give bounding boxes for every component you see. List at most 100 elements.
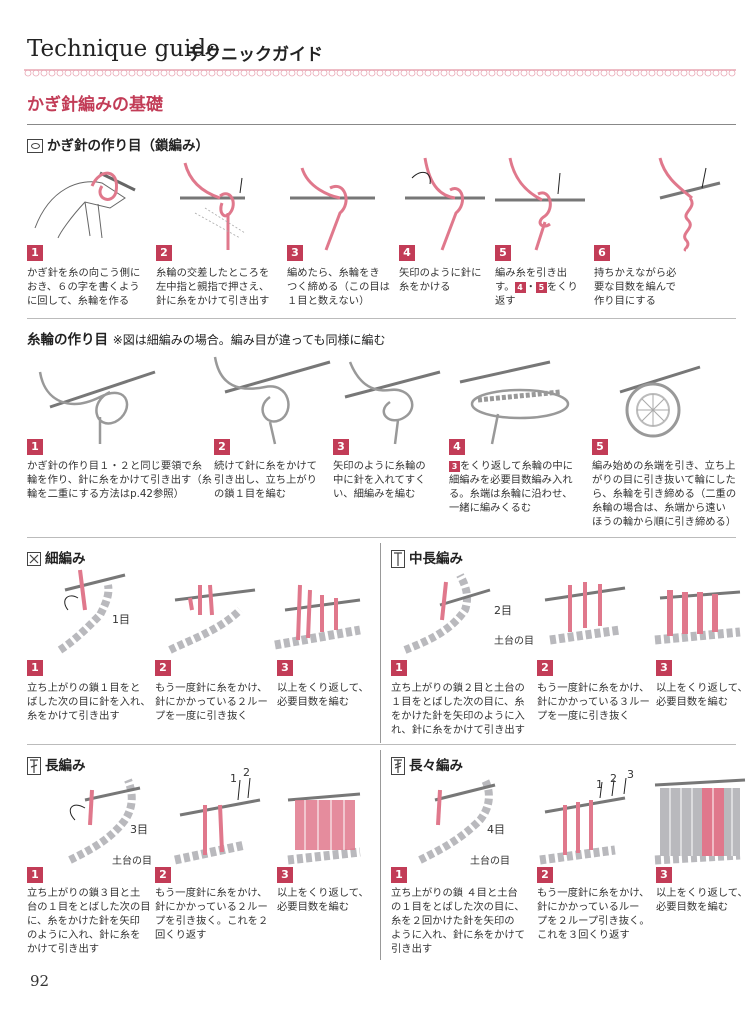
lace-scallop xyxy=(112,69,120,77)
sc-label-1: 1目 xyxy=(112,613,130,626)
sc-step1-caption: 立ち上がりの鎖１目をと ばした次の目に針を入れ、 糸をかけて引き出す xyxy=(27,682,151,722)
chain-heading: かぎ針の作り目（鎖編み） xyxy=(27,134,209,154)
tr-step3-illustration xyxy=(654,778,746,865)
lace-scallop xyxy=(152,69,160,77)
tr-num-3: 3 xyxy=(627,768,634,781)
rule xyxy=(27,318,736,319)
chain-step6-number: 6 xyxy=(594,245,610,261)
lace-scallop xyxy=(272,69,280,77)
section-rule xyxy=(27,124,736,125)
lace-scallop xyxy=(224,69,232,77)
lace-scallop xyxy=(688,69,696,77)
tr-step3-caption: 以上をくり返して、 必要目数を編む xyxy=(656,887,748,913)
lace-scallop xyxy=(568,69,576,77)
dc-step1-illustration xyxy=(68,778,141,864)
chain-step5-illustration xyxy=(495,157,585,251)
dc-num-2: 2 xyxy=(243,766,250,779)
tr-step1-caption: 立ち上がりの鎖 ４目と土台 の１目をとばした次の目に、 糸を２回かけた針を矢印の… xyxy=(391,887,525,955)
lace-scallop xyxy=(192,69,200,77)
lace-scallop xyxy=(176,69,184,77)
sc-step3-illustration xyxy=(274,584,361,650)
lace-scallop xyxy=(728,69,736,77)
lace-scallop xyxy=(32,69,40,77)
chain-step2-illustration xyxy=(180,162,246,250)
lace-scallop xyxy=(648,69,656,77)
column-divider xyxy=(380,750,381,960)
rule xyxy=(27,744,736,745)
lace-scallop xyxy=(264,69,272,77)
lace-scallop xyxy=(48,69,56,77)
lace-scallop xyxy=(592,69,600,77)
lace-scallop xyxy=(168,69,176,77)
ring-illustrations xyxy=(38,356,701,445)
lace-scallop xyxy=(128,69,136,77)
lace-scallop xyxy=(456,69,464,77)
lace-scallop xyxy=(144,69,152,77)
chain-step1-caption: かぎ針を糸の向こう側に おき、６の字を書くよう に回して、糸輪を作る xyxy=(27,267,141,307)
section-title: かぎ針編みの基礎 xyxy=(27,95,163,115)
lace-scallop xyxy=(512,69,520,77)
ring-step2-caption: 続けて針に糸をかけて 引き出し、立ち上がり の鎖１目を編む xyxy=(214,460,317,500)
lace-scallop xyxy=(416,69,424,77)
sc-hdc-illustrations: 1目 2目 土台の目 xyxy=(57,569,741,654)
lace-scallop xyxy=(96,69,104,77)
lace-scallop xyxy=(384,69,392,77)
lace-scallop xyxy=(104,69,112,77)
ring-step2-number: 2 xyxy=(214,439,230,455)
dc-step3-illustration xyxy=(287,792,361,865)
lace-scallop xyxy=(392,69,400,77)
lace-scallop xyxy=(320,69,328,77)
column-divider xyxy=(380,543,381,743)
chain-symbol-icon xyxy=(27,139,43,153)
sc-step2-illustration xyxy=(168,584,256,654)
ring-step4-illustration xyxy=(459,360,570,445)
lace-scallop xyxy=(360,69,368,77)
lace-scallop xyxy=(56,69,64,77)
dc-step2-illustration xyxy=(174,777,261,865)
lace-scallop xyxy=(64,69,72,77)
chain-step3-caption: 編めたら、糸輪をき つく締める（この目は １目と数えない） xyxy=(287,267,390,307)
dc-num-1: 1 xyxy=(230,772,237,785)
ring-note: ※図は細編みの場合。編み目が違っても同様に編む xyxy=(112,333,386,347)
lace-scallop xyxy=(424,69,432,77)
lace-scallop xyxy=(296,69,304,77)
lace-scallop xyxy=(216,69,224,77)
dc-step2-caption: もう一度針に糸をかけ、 針にかかっている２ルー プを引き抜く。これを２ 回くり返… xyxy=(155,887,269,941)
lace-scallop xyxy=(200,69,208,77)
ring-step1-illustration xyxy=(38,370,156,444)
lace-scallop xyxy=(616,69,624,77)
lace-scallop xyxy=(480,69,488,77)
lace-scallop xyxy=(488,69,496,77)
sc-step2-number: 2 xyxy=(155,660,171,676)
rule xyxy=(27,537,736,538)
lace-scallop xyxy=(720,69,728,77)
lace-scallop xyxy=(632,69,640,77)
chain-step1-number: 1 xyxy=(27,245,43,261)
tr-step2-illustration xyxy=(539,777,627,865)
hdc-step1-illustration xyxy=(403,573,491,654)
lace-scallop xyxy=(304,69,312,77)
lace-scallop xyxy=(704,69,712,77)
dc-symbol-icon xyxy=(27,757,41,775)
tr-label-2: 土台の目 xyxy=(470,854,510,867)
hdc-step3-illustration xyxy=(654,590,741,645)
hdc-step2-caption: もう一度針に糸をかけ、 針にかかっている３ルー プを一度に引き抜く xyxy=(537,682,650,722)
dc-step3-caption: 以上をくり返して、 必要目数を編む xyxy=(277,887,369,913)
lace-scallop xyxy=(520,69,528,77)
lace-scallop xyxy=(656,69,664,77)
page-title-en: Technique guide xyxy=(27,36,220,62)
lace-scallop xyxy=(560,69,568,77)
lace-scallop xyxy=(464,69,472,77)
lace-scallop xyxy=(288,69,296,77)
lace-scallop xyxy=(232,69,240,77)
hdc-step2-number: 2 xyxy=(537,660,553,676)
tr-step2-number: 2 xyxy=(537,867,553,883)
lace-scallop xyxy=(680,69,688,77)
lace-scallop xyxy=(672,69,680,77)
lace-scallop xyxy=(528,69,536,77)
chain-step3-number: 3 xyxy=(287,245,303,261)
hdc-step3-number: 3 xyxy=(656,660,672,676)
ring-step3-number: 3 xyxy=(333,439,349,455)
ring-step4-number: 4 xyxy=(449,439,465,455)
